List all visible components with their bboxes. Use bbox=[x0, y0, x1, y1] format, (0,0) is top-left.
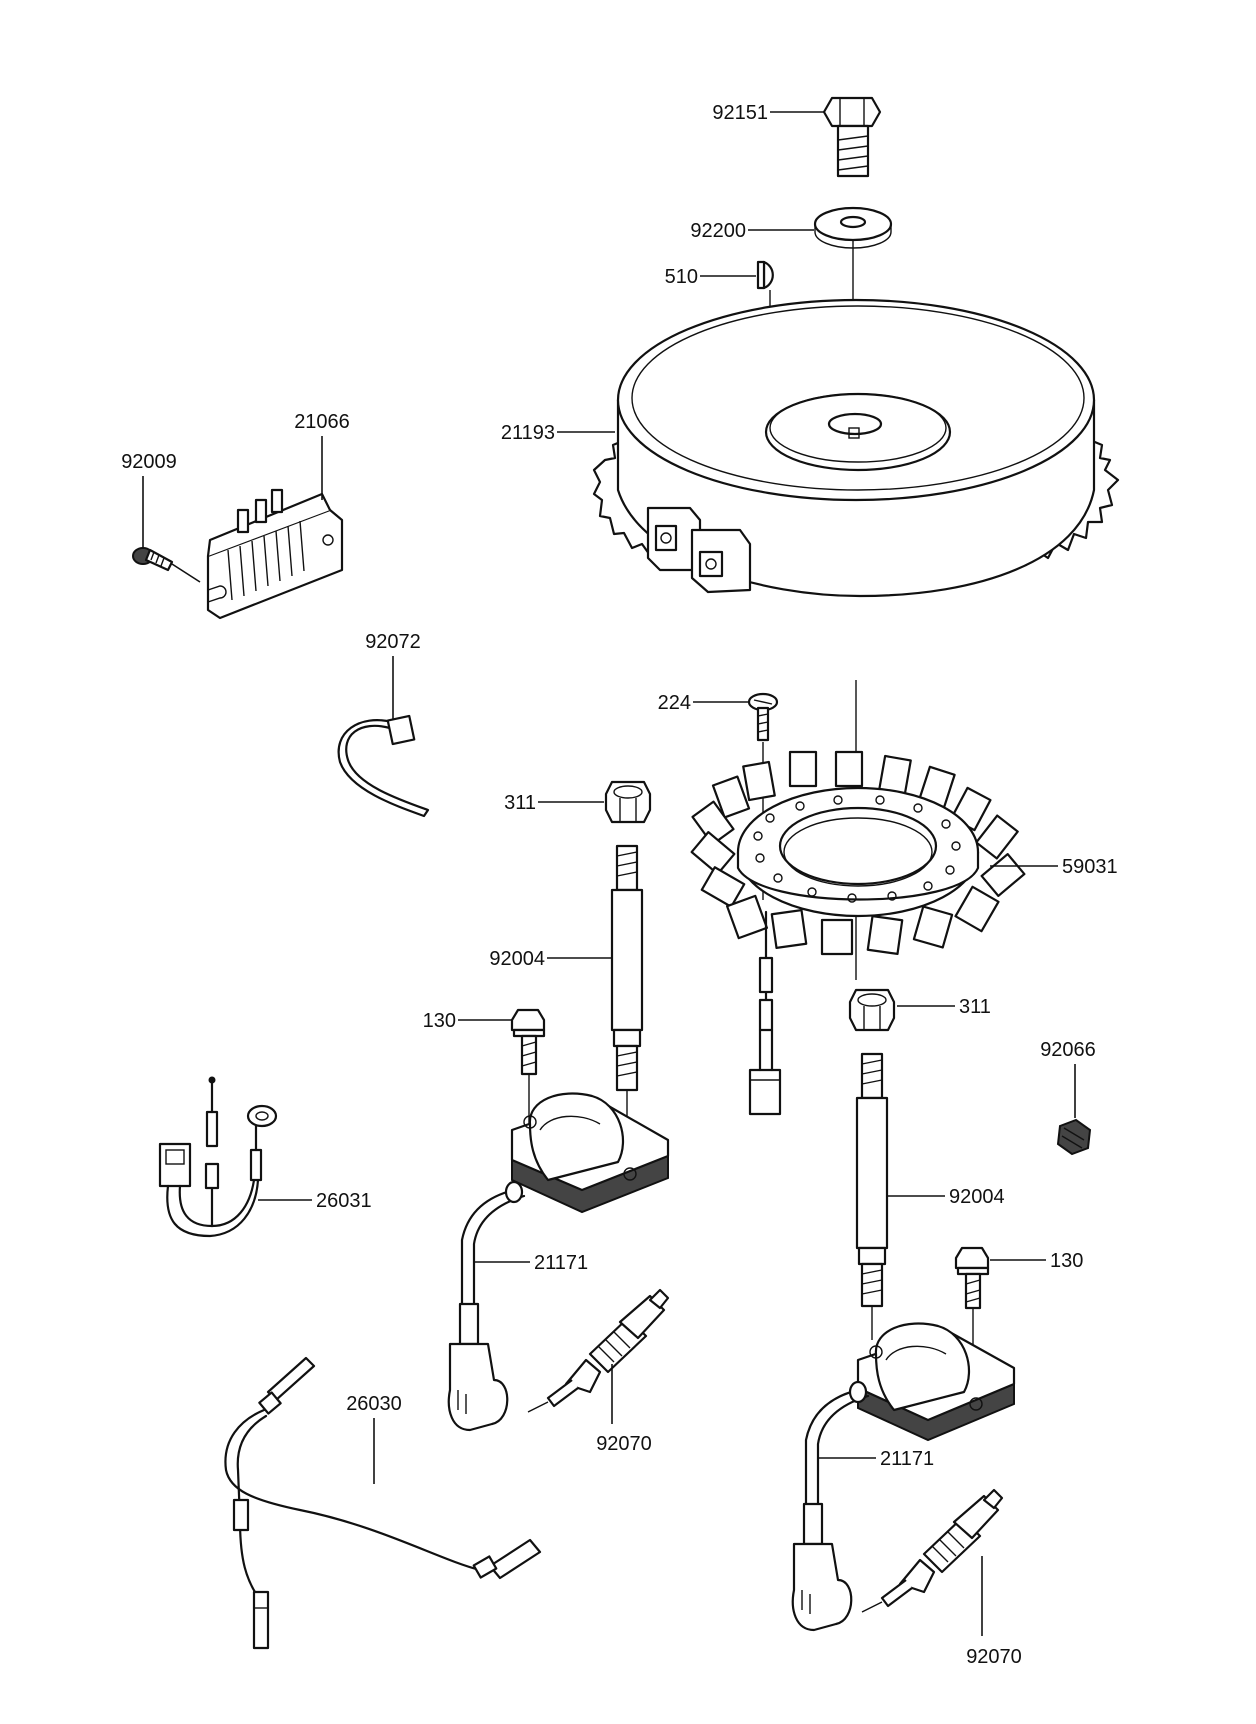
bolt-92151 bbox=[822, 96, 882, 178]
harness-26030 bbox=[224, 1356, 542, 1650]
flywheel-21193 bbox=[592, 298, 1120, 598]
label-92072: 92072 bbox=[365, 631, 421, 653]
label-21066: 21066 bbox=[294, 411, 350, 433]
ignition-coil-21171-right bbox=[791, 1322, 1016, 1632]
stud-92004-left bbox=[610, 844, 644, 1092]
label-92151: 92151 bbox=[712, 102, 768, 124]
label-510: 510 bbox=[665, 266, 698, 288]
label-21171-left: 21171 bbox=[534, 1252, 588, 1274]
stator-59031 bbox=[690, 750, 1026, 1116]
harness-26031 bbox=[158, 1076, 278, 1238]
cap-92066 bbox=[1056, 1118, 1092, 1156]
stud-92004-right bbox=[855, 1052, 889, 1308]
label-26031: 26031 bbox=[316, 1190, 372, 1212]
spark-plug-92070-left bbox=[527, 1288, 670, 1413]
leader-lines bbox=[142, 111, 1076, 1636]
label-311-lower: 311 bbox=[959, 996, 991, 1018]
clamp-92072 bbox=[337, 714, 430, 818]
label-92070-left: 92070 bbox=[596, 1433, 652, 1455]
label-130-left: 130 bbox=[423, 1010, 456, 1032]
spark-plug-92070-right bbox=[861, 1488, 1004, 1613]
label-21193: 21193 bbox=[501, 422, 555, 444]
regulator-21066 bbox=[206, 488, 344, 620]
label-92004-left: 92004 bbox=[489, 948, 545, 970]
part-labels: 92151 92200 510 21193 21066 92009 92072 … bbox=[121, 102, 1117, 1668]
label-92200: 92200 bbox=[690, 220, 746, 242]
bolt-130-right bbox=[954, 1246, 990, 1310]
label-21171-right: 21171 bbox=[880, 1448, 934, 1470]
nut-311-upper bbox=[604, 780, 652, 824]
label-92004-right: 92004 bbox=[949, 1186, 1005, 1208]
ignition-coil-21171-left bbox=[447, 1092, 670, 1432]
label-92066: 92066 bbox=[1040, 1039, 1096, 1061]
label-59031: 59031 bbox=[1062, 856, 1118, 878]
label-224: 224 bbox=[658, 692, 691, 714]
label-26030: 26030 bbox=[346, 1393, 402, 1415]
washer-92200 bbox=[813, 206, 893, 249]
label-92070-right: 92070 bbox=[966, 1646, 1022, 1668]
screw-224 bbox=[747, 692, 779, 742]
label-92009: 92009 bbox=[121, 451, 177, 473]
label-130-right: 130 bbox=[1050, 1250, 1083, 1272]
screw-92009 bbox=[132, 547, 174, 572]
nut-311-lower bbox=[848, 988, 896, 1032]
label-311-upper: 311 bbox=[504, 792, 536, 814]
key-510 bbox=[756, 260, 774, 290]
bolt-130-left bbox=[510, 1008, 546, 1076]
